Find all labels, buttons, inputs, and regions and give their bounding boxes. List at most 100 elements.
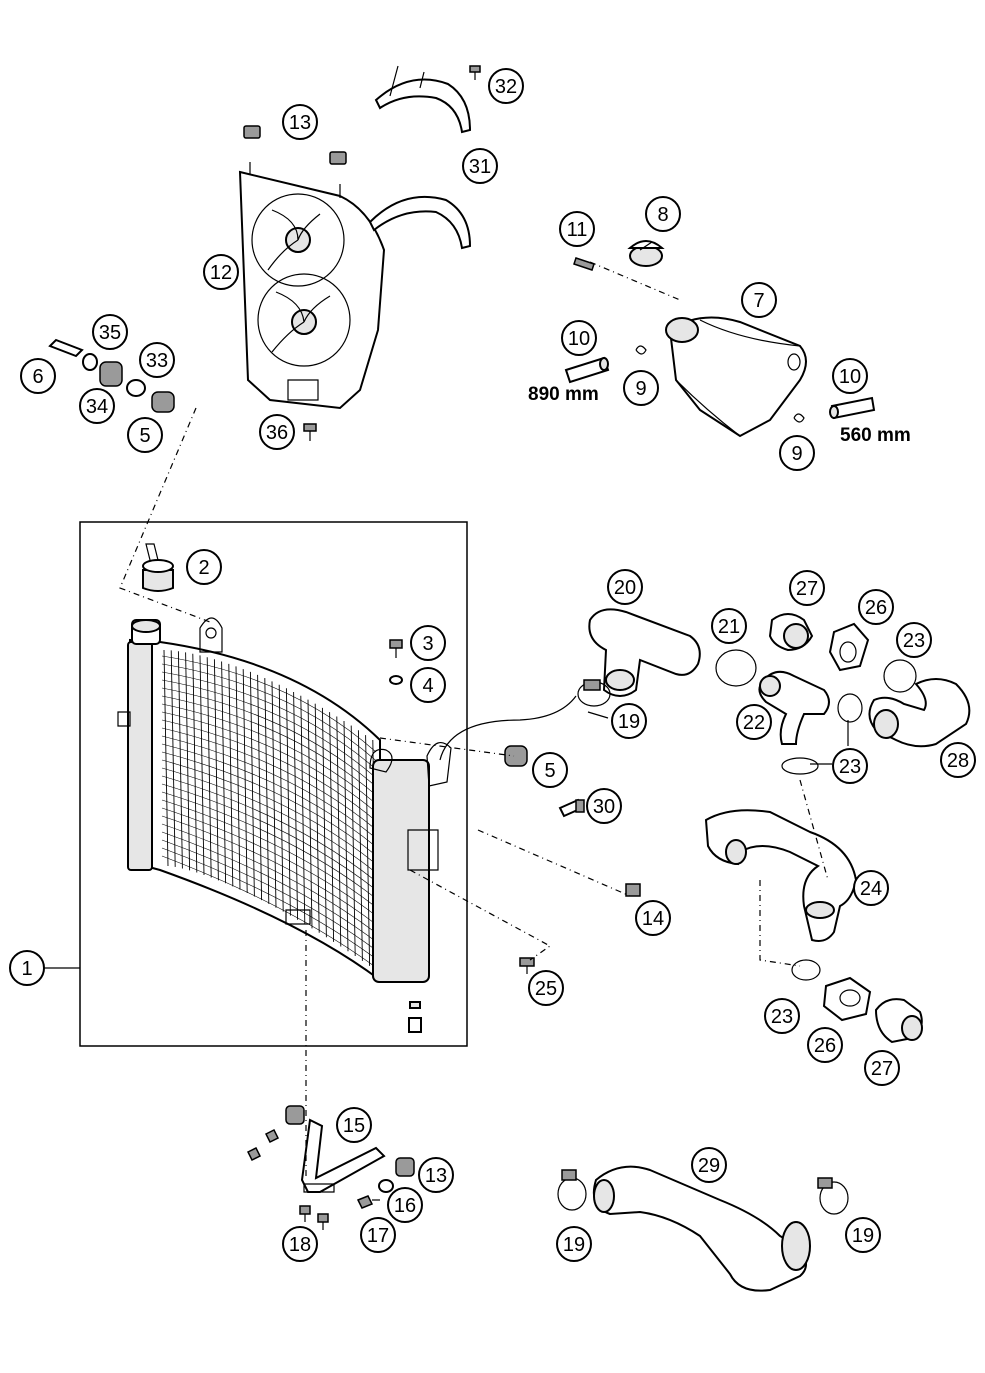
screw-18-right — [317, 1213, 329, 1230]
rubber-damper-5-top — [151, 391, 175, 413]
callout-label: 35 — [99, 322, 121, 344]
clip-14 — [625, 883, 641, 897]
callout-label: 12 — [210, 262, 232, 284]
callout-label: 23 — [903, 630, 925, 652]
callout-c21: 21 — [711, 608, 747, 644]
callout-label: 16 — [394, 1195, 416, 1217]
screw-bracket-left-b — [264, 1128, 280, 1144]
callout-c32: 32 — [488, 68, 524, 104]
thermostat-cover-27-top — [768, 613, 814, 652]
callout-circle — [127, 417, 163, 453]
callout-c11: 11 — [559, 211, 595, 247]
callout-circle — [20, 358, 56, 394]
clamp-21 — [715, 649, 757, 687]
callout-circle — [532, 752, 568, 788]
callout-circle — [736, 704, 772, 740]
callout-circle — [623, 370, 659, 406]
callout-circle — [462, 148, 498, 184]
callout-c3: 3 — [410, 625, 446, 661]
callout-circle — [711, 608, 747, 644]
leader-lines — [44, 261, 849, 1180]
rubber-damper-13-bracket-right — [395, 1157, 415, 1177]
callout-circle — [79, 388, 115, 424]
callout-circle — [282, 1226, 318, 1262]
callout-circle — [858, 589, 894, 625]
nut-13-left — [243, 125, 261, 139]
screw-3 — [389, 639, 403, 658]
thermostat-22 — [758, 670, 830, 745]
callout-c23a: 23 — [896, 622, 932, 658]
callout-c7: 7 — [741, 282, 777, 318]
nut-13-right — [329, 151, 347, 165]
gasket-26-top — [828, 622, 870, 672]
callout-circle — [336, 1107, 372, 1143]
coolant-hose-28 — [868, 678, 971, 748]
callout-circle — [186, 549, 222, 585]
callout-c27b: 27 — [864, 1050, 900, 1086]
callout-circle — [360, 1217, 396, 1253]
callout-circle — [764, 998, 800, 1034]
callout-circle — [853, 870, 889, 906]
radiator-cap — [142, 543, 174, 592]
callout-label: 13 — [289, 112, 311, 134]
expansion-tank — [665, 316, 807, 438]
screw-16 — [378, 1179, 394, 1193]
callout-c9b: 9 — [779, 435, 815, 471]
hose-length-right-label: 560 mm — [840, 425, 911, 446]
callout-circle — [832, 748, 868, 784]
callout-c18: 18 — [282, 1226, 318, 1262]
callout-label: 11 — [567, 219, 588, 241]
rubber-grommet-34 — [99, 361, 123, 387]
callout-label: 2 — [198, 557, 209, 579]
clamp-23-lower — [791, 959, 821, 981]
fan-guard-upper — [374, 65, 472, 134]
callout-circle — [556, 1226, 592, 1262]
callout-circle — [607, 569, 643, 605]
callout-label: 15 — [343, 1115, 365, 1137]
callout-c31: 31 — [462, 148, 498, 184]
callout-circle — [528, 970, 564, 1006]
callout-label: 26 — [814, 1035, 836, 1057]
clamp-23-right — [883, 659, 917, 693]
callout-circle — [779, 435, 815, 471]
callout-label: 29 — [698, 1155, 720, 1177]
callout-c10a: 10 — [561, 320, 597, 356]
callout-circle — [559, 211, 595, 247]
screw-36 — [303, 423, 317, 441]
callout-circle — [691, 1147, 727, 1183]
callout-c27a: 27 — [789, 570, 825, 606]
bracket-15 — [300, 1118, 386, 1193]
hose-clamp-9-left — [635, 345, 647, 355]
callout-circle — [864, 1050, 900, 1086]
callout-label: 27 — [796, 578, 818, 600]
callout-circle — [139, 342, 175, 378]
callout-c22: 22 — [736, 704, 772, 740]
gasket-26-lower — [822, 976, 872, 1022]
hose-clamp-9-right — [793, 413, 805, 423]
callout-label: 7 — [753, 290, 764, 312]
callout-c19a: 19 — [611, 703, 647, 739]
callout-c6: 6 — [20, 358, 56, 394]
callout-circle — [410, 667, 446, 703]
tank-cap — [627, 240, 665, 267]
callout-c34: 34 — [79, 388, 115, 424]
hose-10-left — [564, 356, 610, 384]
callout-label: 24 — [860, 878, 882, 900]
callout-c19c: 19 — [845, 1217, 881, 1253]
mounting-bolt-6 — [48, 338, 84, 358]
callout-circle — [789, 570, 825, 606]
thermostat-cover-27-lower — [874, 998, 923, 1044]
radiator — [117, 617, 452, 1033]
callout-label: 6 — [32, 366, 43, 388]
callout-circle — [259, 414, 295, 450]
rubber-damper-5-mid — [504, 745, 528, 767]
screw-bracket-left-a — [246, 1146, 262, 1162]
callout-c10b: 10 — [832, 358, 868, 394]
callout-label: 9 — [791, 443, 802, 465]
hose-clamp-19-upper — [577, 679, 611, 707]
callout-circle — [635, 900, 671, 936]
callout-label: 22 — [743, 712, 765, 734]
callout-label: 19 — [618, 711, 640, 733]
callout-label: 17 — [367, 1225, 389, 1247]
